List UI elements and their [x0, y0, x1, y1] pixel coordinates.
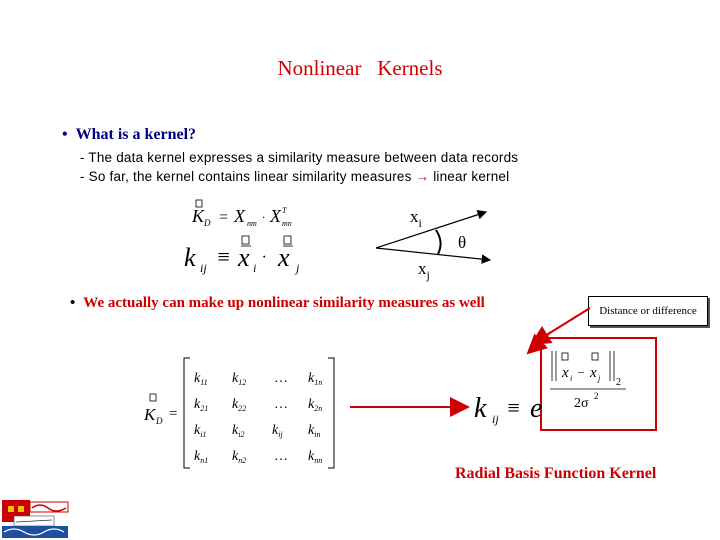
title-word-1: Nonlinear: [277, 56, 362, 80]
svg-text:2: 2: [616, 377, 621, 388]
sub-bullet-2-suffix: linear kernel: [429, 169, 510, 184]
kernel-matrix-formula: K D = k11 k12 … k1n k21 k22 … k2n ki1 ki…: [143, 357, 335, 469]
svg-text:k22: k22: [232, 397, 246, 413]
vector-xi-label: xi: [410, 207, 423, 230]
svg-text:2σ: 2σ: [574, 396, 589, 411]
svg-text:D: D: [155, 416, 163, 426]
svg-text:k11: k11: [194, 371, 208, 387]
sub-bullet-1: - The data kernel expresses a similarity…: [80, 150, 519, 165]
bullet-dot: •: [62, 126, 68, 143]
svg-text:ki1: ki1: [194, 423, 206, 439]
linear-kernel-formula: K D = X nm · X T mn k ij ≡ x i · x j: [184, 199, 300, 275]
angle-theta: θ: [458, 233, 466, 252]
red-arrows: [350, 331, 550, 417]
svg-text:k1n: k1n: [308, 371, 322, 387]
svg-text:…: …: [274, 371, 288, 386]
bullet-what-is-kernel: • What is a kernel?: [62, 126, 196, 144]
svg-text:ki2: ki2: [232, 423, 244, 439]
slide-title: Nonlinear Kernels: [0, 56, 720, 81]
university-logo: [2, 500, 69, 538]
svg-text:kn2: kn2: [232, 449, 246, 465]
svg-text:ij: ij: [200, 261, 207, 275]
svg-text:2: 2: [594, 391, 599, 401]
svg-text:≡: ≡: [506, 395, 521, 420]
rbf-kernel-formula: k ij ≡ e x i – x j 2 2σ 2: [474, 351, 626, 426]
svg-text:·: ·: [262, 249, 266, 266]
svg-text:kij: kij: [272, 423, 283, 439]
arrow-to-rbf-box: [526, 331, 550, 355]
title-word-2: Kernels: [377, 56, 443, 80]
svg-text:K: K: [143, 405, 157, 424]
svg-text:–: –: [577, 364, 585, 378]
svg-text:i: i: [253, 261, 256, 275]
svg-text:e: e: [530, 393, 542, 424]
distance-note-box: Distance or difference: [588, 296, 708, 326]
svg-text:X: X: [269, 206, 282, 226]
svg-text:kin: kin: [308, 423, 320, 439]
svg-text:=: =: [218, 209, 229, 226]
svg-text:k: k: [184, 243, 196, 272]
svg-text:k2n: k2n: [308, 397, 322, 413]
rbf-label: Radial Basis Function Kernel: [455, 465, 657, 482]
svg-text:x: x: [277, 243, 290, 272]
angle-arc: [435, 229, 442, 255]
svg-text:D: D: [203, 218, 211, 228]
svg-text:·: ·: [262, 210, 265, 224]
svg-text:…: …: [274, 397, 288, 412]
svg-text:nm: nm: [247, 219, 257, 228]
vector-xj-line: [375, 247, 492, 264]
svg-text:x: x: [237, 243, 250, 272]
svg-text:=: =: [168, 406, 178, 422]
vector-angle-diagram: xi θ xj: [375, 207, 492, 282]
bullet-nonlinear: • We actually can make up nonlinear simil…: [70, 295, 485, 312]
svg-text:k12: k12: [232, 371, 246, 387]
svg-text:j: j: [597, 374, 601, 383]
sub-bullet-2: - So far, the kernel contains linear sim…: [80, 169, 509, 184]
svg-text:mn: mn: [282, 219, 292, 228]
vector-xi-line: [375, 210, 488, 249]
svg-text:kn1: kn1: [194, 449, 208, 465]
svg-text:≡: ≡: [216, 244, 231, 269]
sub-bullet-2-prefix: - So far, the kernel contains linear sim…: [80, 169, 416, 184]
svg-text:K: K: [191, 206, 205, 226]
bullet-text: We actually can make up nonlinear simila…: [83, 295, 485, 311]
svg-text:k: k: [474, 393, 487, 424]
svg-text:X: X: [233, 206, 246, 226]
svg-text:k21: k21: [194, 397, 208, 413]
bullet-dot: •: [70, 295, 76, 311]
svg-text:ij: ij: [492, 412, 499, 426]
svg-text:i: i: [570, 374, 572, 383]
svg-text:T: T: [282, 206, 287, 215]
svg-text:knn: knn: [308, 449, 322, 465]
svg-text:x: x: [589, 365, 597, 381]
svg-text:x: x: [561, 365, 569, 381]
vector-xj-label: xj: [418, 259, 430, 282]
rbf-formula-box: [540, 337, 657, 431]
svg-text:…: …: [274, 449, 288, 464]
right-arrow-icon: →: [415, 169, 430, 184]
bullet-text: What is a kernel?: [75, 126, 197, 143]
svg-text:j: j: [294, 261, 300, 275]
